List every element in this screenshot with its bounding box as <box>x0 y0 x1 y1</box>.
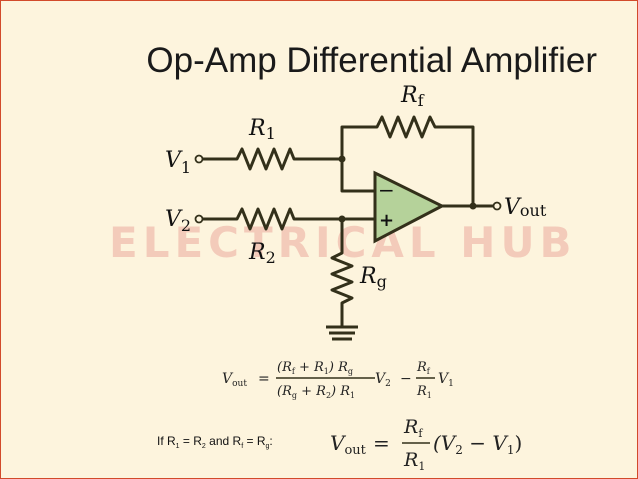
simplified-equation: Vout = Rf R1 (V2 − V1) <box>330 416 522 473</box>
svg-text:Rf: Rf <box>416 360 431 376</box>
v1-terminal <box>194 154 204 164</box>
vout-terminal <box>492 201 502 211</box>
svg-text:=: = <box>258 371 270 387</box>
plus-sign: + <box>379 210 394 231</box>
svg-text:(V2 − V1): (V2 − V1) <box>433 431 522 457</box>
svg-text:V2: V2 <box>375 371 391 389</box>
watermark: ELECTRICAL HUB <box>109 218 577 267</box>
svg-text:R1: R1 <box>403 449 425 473</box>
svg-text:Vout: Vout <box>222 371 247 389</box>
feedback-wire <box>340 115 475 206</box>
equation1-denominator: (Rg + R2) R1 <box>277 384 355 400</box>
r2-label: R2 <box>248 240 276 267</box>
svg-text:Rf: Rf <box>403 416 423 440</box>
svg-text:R1: R1 <box>416 384 432 400</box>
op-amp-triangle <box>373 170 446 244</box>
output-node <box>469 202 477 210</box>
ground-symbol <box>326 325 358 341</box>
v2-label: V2 <box>165 207 191 235</box>
equation1-numerator: (Rf + R1) Rg <box>277 360 353 376</box>
v1-label: V1 <box>165 148 191 177</box>
r2-resistor <box>203 207 375 231</box>
rg-resistor <box>330 219 354 327</box>
condition-text: If R1 = R2 and Rf = Rg: <box>157 434 273 450</box>
svg-text:=: = <box>373 431 390 455</box>
rg-label: Rg <box>359 264 387 291</box>
svg-text:V1: V1 <box>438 371 454 389</box>
general-equation: Vout = (Rf + R1) Rg (Rg + R2) R1 V2 − Rf… <box>222 360 454 400</box>
v2-terminal <box>194 214 204 224</box>
vout-label: Vout <box>504 195 547 220</box>
svg-text:−: − <box>400 371 412 387</box>
r1-label: R1 <box>248 116 276 143</box>
r1-resistor <box>203 147 342 171</box>
rf-label: Rf <box>400 83 425 110</box>
page-title: Op-Amp Differential Amplifier <box>146 41 597 80</box>
inverting-input-wire <box>340 159 375 193</box>
minus-sign: − <box>378 178 395 202</box>
svg-text:Vout: Vout <box>330 431 367 458</box>
